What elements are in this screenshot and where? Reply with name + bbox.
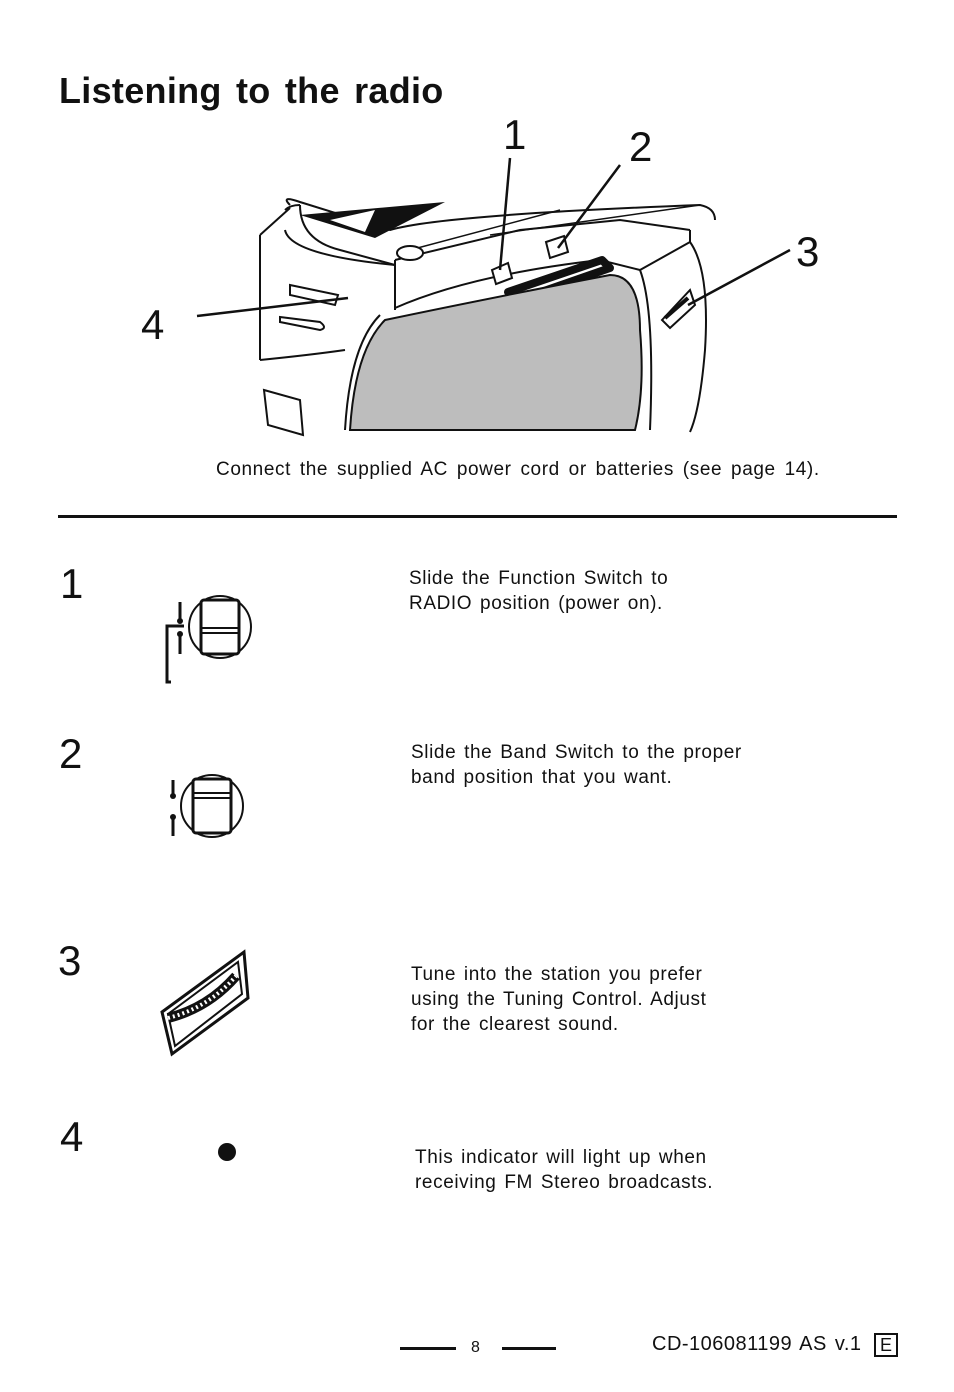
fm-stereo-indicator-icon <box>218 1143 236 1161</box>
page-number: 8 <box>471 1339 480 1356</box>
band-switch-icon <box>170 774 244 838</box>
function-switch-icon <box>165 595 252 684</box>
callout-2: 2 <box>629 123 653 170</box>
radio-device-illustration <box>196 157 791 437</box>
callout-3: 3 <box>796 228 820 275</box>
step-3-number: 3 <box>58 937 82 984</box>
language-badge: E <box>874 1333 898 1357</box>
step-4-number: 4 <box>60 1113 84 1160</box>
page-title: Listening to the radio <box>59 70 444 111</box>
callout-1: 1 <box>503 111 527 158</box>
step-4-text: This indicator will light up when receiv… <box>415 1147 714 1193</box>
power-instruction-caption: Connect the supplied AC power cord or ba… <box>216 459 820 480</box>
step-1-number: 1 <box>60 560 84 607</box>
step-3-text: Tune into the station you prefer using t… <box>411 964 707 1035</box>
tuning-dial-icon <box>160 949 250 1057</box>
callout-4: 4 <box>141 301 165 348</box>
step-1-text: Slide the Function Switch to RADIO posit… <box>409 568 669 614</box>
step-2-number: 2 <box>59 730 83 777</box>
document-id: CD-106081199 AS v.1 <box>652 1333 862 1355</box>
footer-line-left <box>400 1347 456 1350</box>
step-2-text: Slide the Band Switch to the proper band… <box>411 742 742 788</box>
footer-line-right <box>502 1347 556 1350</box>
section-divider <box>58 515 897 518</box>
